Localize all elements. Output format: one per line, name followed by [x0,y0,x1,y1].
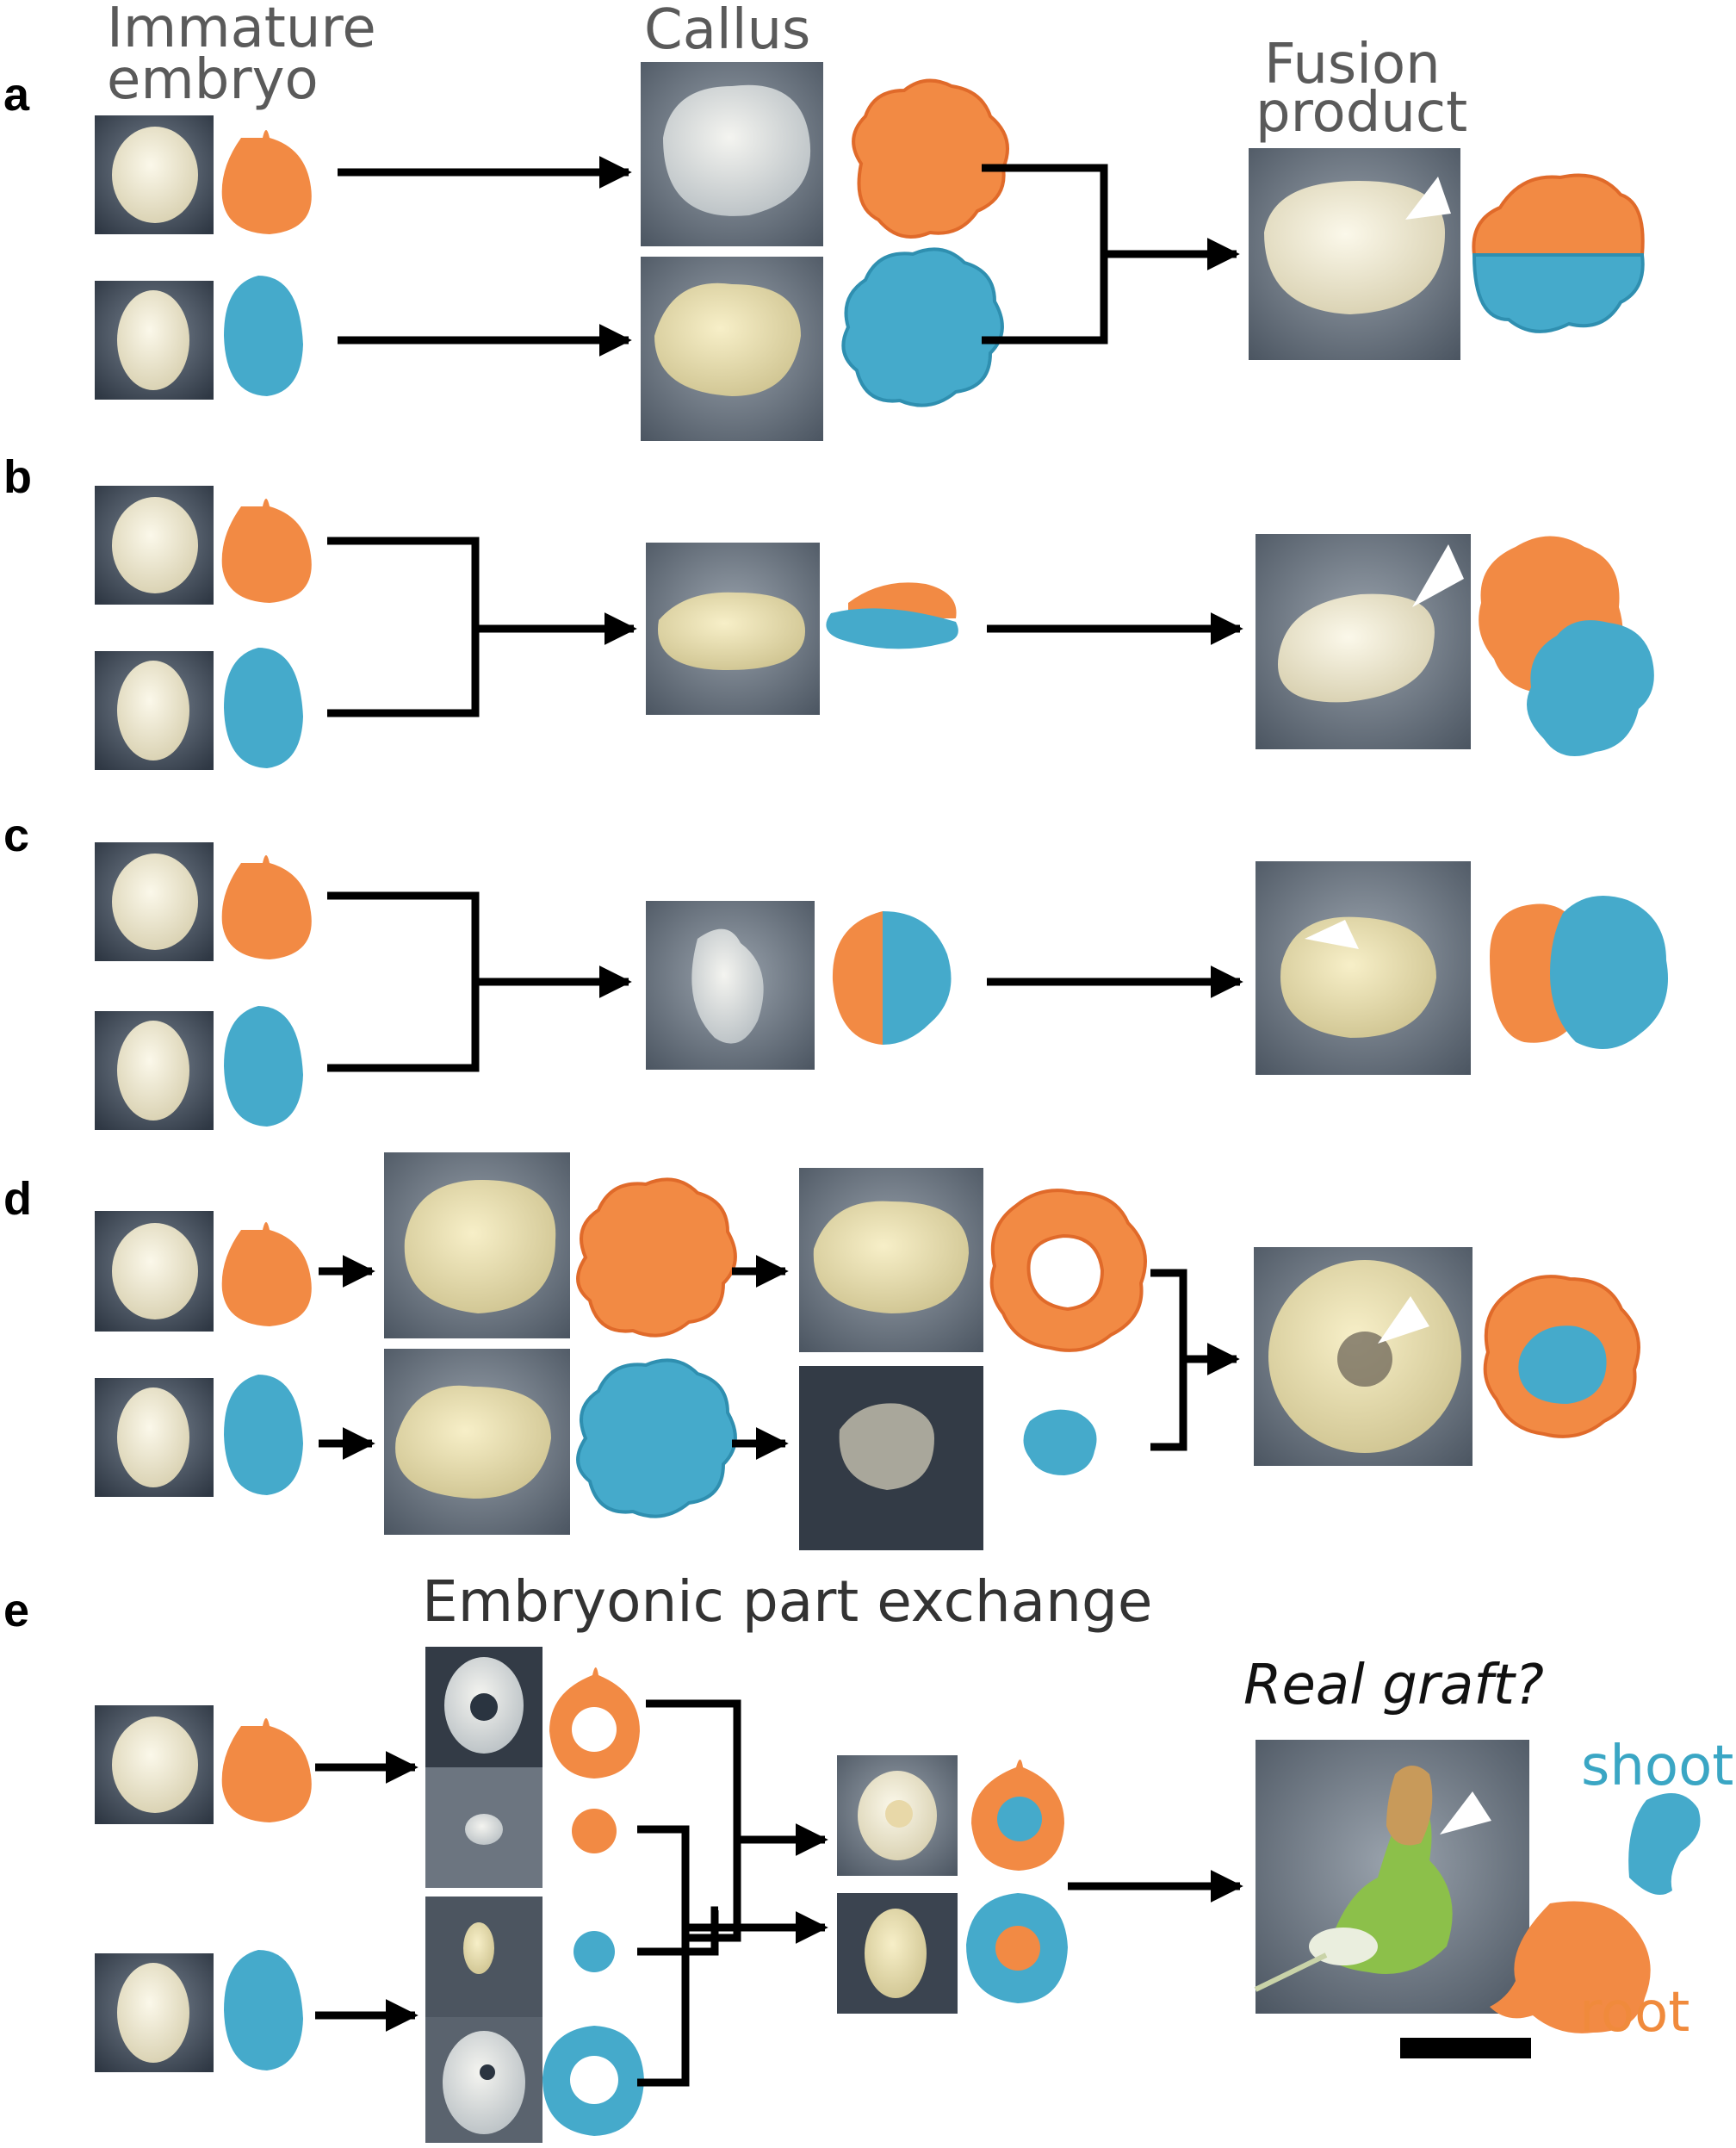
header-embryo: embryo [107,48,319,112]
layered-icon [826,608,958,649]
arrowhead-marker-icon [1412,544,1464,607]
fusion-icon-blue [1527,620,1654,756]
ring-icon-orange [989,1189,1147,1352]
fusion-icon-blue [1550,896,1668,1049]
embryo-icon-orange [221,855,312,959]
exchange-connector [646,1699,741,1942]
dissection-photo [425,2017,542,2143]
embryo-icon-blue [224,1006,303,1127]
split-icon-blue [883,911,952,1045]
embryo-icon-blue [224,1375,303,1495]
embryo-icon-blue [224,276,303,396]
embryo-photo [95,1378,214,1497]
core-icon-blue [997,1797,1042,1841]
callus-icon-blue [841,247,1004,407]
graft-photo [1254,1740,1529,2014]
embryo-icon-blue [224,1950,303,2070]
panel-label-c: c [3,810,29,861]
recombined-photo [837,1755,958,1876]
legend-root: root [1579,1981,1690,2045]
header-callus: Callus [644,0,810,62]
fusion-photo [1254,1247,1472,1466]
panel-label-a: a [3,69,30,121]
arrowhead-marker-icon [1440,1791,1491,1834]
bracket-connector [327,891,480,1072]
core-icon-blue [574,1931,615,1972]
embryo-photo [95,651,214,770]
bracket-connector [1150,1269,1187,1451]
panel-d [95,1152,1640,1550]
bracket-connector [327,537,480,717]
panel-label-e: e [3,1585,29,1636]
header-embryonic-exchange: Embryonic part exchange [422,1568,1152,1635]
fusion-icon-blue [1472,253,1645,333]
header-fusion: Fusion [1264,33,1441,96]
embryo-photo [95,1953,214,2072]
embryo-icon-orange [221,1718,312,1822]
fusion-photo [1256,861,1471,1075]
panel-e: shoot root [95,1647,1733,2143]
arrowhead-marker-icon [1305,920,1359,949]
panel-label-d: d [3,1173,32,1225]
embryo-icon-orange [221,499,312,603]
panel-label-b: b [3,451,32,503]
embryo-photo [95,486,214,605]
callus-photo [641,257,823,441]
callus-icon-orange [576,1177,737,1338]
panel-a [95,62,1645,441]
callus-photo [799,1168,983,1352]
fusion-icon-orange [1472,173,1645,257]
embryo-photo [95,281,214,400]
scale-bar [1400,2038,1531,2058]
core-icon-blue [1518,1325,1607,1404]
fusion-photo [1256,534,1471,749]
core-icon-orange [995,1926,1040,1971]
callus-photo [641,62,823,246]
dissection-photo [425,1897,542,2017]
arrowhead-marker-icon [1405,177,1451,220]
embryo-photo [95,1211,214,1332]
recombined-photo [837,1893,958,2014]
embryo-photo [95,115,214,234]
embryo-photo [95,842,214,961]
core-icon-orange [572,1809,617,1853]
header-product: product [1256,81,1467,145]
graft-icon-shoot-blue [1628,1793,1701,1895]
ring-icon-blue [542,2026,644,2136]
dissection-photo [425,1647,542,1767]
embryo-icon-orange [221,1222,312,1326]
fusion-photo [1249,148,1460,360]
embryo-icon-blue [224,648,303,768]
embryo-icon-orange [221,130,312,234]
arrowhead-marker-icon [1378,1296,1429,1344]
callus-photo [384,1349,570,1535]
callus-photo [646,901,815,1070]
callus-icon-blue [576,1358,737,1518]
ring-icon-orange [549,1667,640,1779]
embryo-photo [95,1705,214,1824]
dissection-photo [425,1767,542,1888]
callus-photo [384,1152,570,1338]
header-immature: Immature [107,0,376,60]
core-icon-blue [1023,1409,1097,1475]
split-icon-orange [832,911,883,1045]
callus-icon-orange [852,78,1009,239]
graft-icon-root-orange [1490,1901,1651,2033]
callus-photo [799,1366,983,1550]
exchange-connector [637,1825,690,2087]
legend-shoot: shoot [1581,1735,1733,1798]
header-real-graft: Real graft? [1243,1654,1544,1717]
callus-photo [646,543,820,715]
panel-c [95,842,1668,1130]
embryo-photo [95,1011,214,1130]
panel-b [95,486,1654,770]
